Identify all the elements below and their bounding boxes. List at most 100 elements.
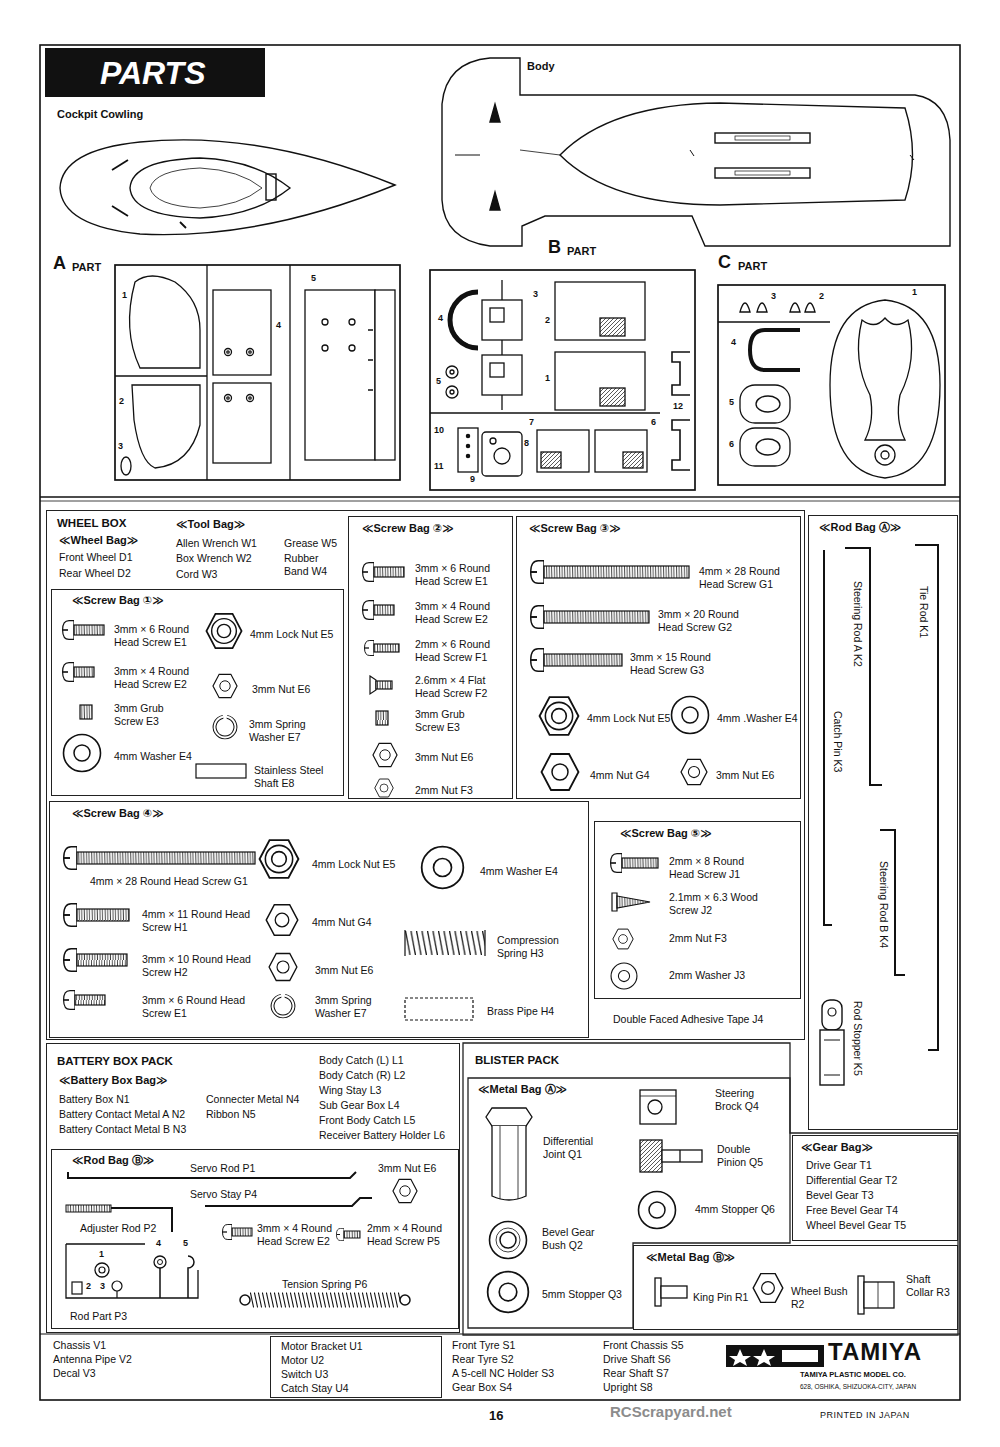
- screw-bag-4-parts: [64, 840, 485, 1020]
- screw-bag-2-parts-shape: [376, 681, 392, 689]
- rod-bag: ≪Rod Bag Ⓐ≫Steering Rod A K2Tie Rod K1Ca…: [808, 515, 958, 1130]
- part-label: 4mm Nut G4: [590, 769, 650, 782]
- sprue-a-shape: [227, 397, 229, 399]
- part-label: Chassis V1: [53, 1339, 106, 1352]
- part-label: 3mm Nut E6: [315, 964, 373, 977]
- screw-bag-4-parts-shape: [266, 905, 297, 936]
- sprue-b-shape: [482, 432, 522, 476]
- part-label: 2.1mm × 6.3 Wood Screw J2: [669, 891, 764, 917]
- rod-bag-b-parts-shape: [158, 1260, 163, 1265]
- part-label: Battery Box N1: [59, 1093, 130, 1106]
- sprue-b-shape: [494, 448, 510, 464]
- sprue-c-shape: [830, 300, 940, 478]
- sprue-b-shape: [450, 370, 454, 374]
- cockpit-cowling-part-shape: [130, 158, 290, 218]
- screw-bag-4-parts-shape: [405, 930, 485, 956]
- part-label: Tension Spring P6: [282, 1278, 367, 1291]
- part-label: Catch Stay U4: [281, 1382, 349, 1395]
- metal-bag-b-parts-shape: [661, 1286, 687, 1298]
- sprue-b-shape: [446, 386, 458, 398]
- sprue-b-shape: [454, 296, 478, 344]
- sprue-c-shape: [740, 303, 815, 312]
- bag-heading: ≪Metal Bag Ⓑ≫: [646, 1251, 735, 1265]
- battery-box-pack: BATTERY BOX PACK≪Battery Box Bag≫Battery…: [46, 1043, 460, 1333]
- part-label: A 5-cell NC Holder S3: [452, 1367, 554, 1380]
- part-label: Motor Bracket U1: [281, 1340, 363, 1353]
- callout-number: 5: [729, 397, 734, 408]
- sprue-b-shape: [446, 366, 458, 378]
- callout-number: 2: [119, 396, 124, 407]
- maker-emblem-shape: [753, 1349, 775, 1366]
- sprue-a-shape: [247, 349, 254, 356]
- callout-number: 4: [156, 1238, 161, 1249]
- sprue-b-shape: [490, 438, 496, 444]
- sprue-b-shape: [466, 434, 469, 437]
- metal-bag: ≪Metal Bag Ⓐ≫Differential Joint Q1Steeri…: [468, 1078, 790, 1328]
- screw-bag-4-parts-shape: [75, 995, 105, 1005]
- part-label: Wheel Bevel Gear T5: [806, 1219, 906, 1232]
- sprue-a-shape: [132, 385, 200, 468]
- sprue-a-shape: [115, 375, 207, 376]
- part-label: Switch U3: [281, 1368, 328, 1381]
- screw-bag-1-parts-shape: [63, 621, 74, 640]
- sprue-a-shape: [227, 351, 229, 353]
- rod-bag-a-parts-shape: [824, 550, 832, 925]
- screw-bag-3-parts-shape: [544, 566, 689, 578]
- part-label: 3mm Nut E6: [415, 751, 473, 764]
- rod-bag-b-parts-shape: [250, 1292, 400, 1308]
- maker-name: TAMIYA PLASTIC MODEL CO.: [800, 1371, 906, 1379]
- screw-bag-2-parts-shape: [374, 644, 399, 652]
- maker-name: TAMIYA: [828, 1340, 922, 1364]
- part-label: 2mm × 8 Round Head Screw J1: [669, 855, 754, 881]
- part-label: Bevel Gear Bush Q2: [542, 1226, 612, 1252]
- callout-number: 8: [524, 438, 529, 449]
- cockpit-cowling-part-shape: [60, 140, 395, 235]
- sprue-c-shape: [858, 318, 911, 440]
- screw-bag-1-parts-shape: [74, 667, 94, 677]
- sprue-b: [430, 270, 695, 490]
- bag-heading: ≪Metal Bag Ⓐ≫: [478, 1083, 567, 1097]
- rod-bag-b-parts-shape: [66, 1244, 198, 1298]
- part-label: 2mm Washer J3: [669, 969, 745, 982]
- metal-bag-b-parts-shape: [878, 1282, 879, 1308]
- part-label: Double Faced Adhesive Tape J4: [613, 1013, 763, 1026]
- sprue-b-shape: [537, 430, 589, 472]
- sprue-label: PART: [72, 261, 101, 275]
- bag-heading: BLISTER PACK: [475, 1053, 559, 1067]
- callout-number: 4: [438, 313, 443, 324]
- sprue-c-shape: [740, 428, 790, 466]
- part-label: Battery Contact Metal A N2: [59, 1108, 185, 1121]
- part-label: Double Pinion Q5: [717, 1143, 772, 1169]
- screw-bag: ≪Screw Bag ⑤≫2mm × 8 Round Head Screw J1…: [594, 821, 801, 999]
- part-label: 5mm Stopper Q3: [542, 1288, 622, 1301]
- sprue-b-shape: [466, 444, 469, 447]
- screw-bag-4-parts-shape: [269, 954, 297, 981]
- sprue-letter: B: [548, 238, 561, 256]
- part-label: 2mm Nut F3: [415, 784, 473, 797]
- body-part-shape: [715, 133, 810, 143]
- metal-bag-a-parts-shape: [662, 1150, 702, 1162]
- screw-bag: ≪Screw Bag ④≫4mm × 28 Round Head Screw G…: [49, 801, 589, 1038]
- part-label: 3mm Spring Washer E7: [249, 718, 319, 744]
- screw-bag-2-parts-shape: [374, 567, 404, 577]
- callout-number: 1: [122, 290, 127, 301]
- rod-bag: ≪Rod Bag Ⓑ≫Servo Rod P13mm Nut E6Servo S…: [51, 1149, 459, 1329]
- rod-bag-b-parts-shape: [223, 1224, 233, 1239]
- screw-bag-1-parts-shape: [215, 717, 236, 738]
- sprue-c-shape: [756, 396, 780, 412]
- sprue-a-shape: [249, 397, 251, 399]
- bag-heading: ≪Screw Bag ①≫: [72, 594, 164, 608]
- screw-bag-3-parts-shape: [672, 697, 709, 734]
- screw-bag: ≪Screw Bag ②≫3mm × 6 Round Head Screw E1…: [348, 516, 513, 799]
- part-label: Rear Shaft S7: [603, 1367, 669, 1380]
- sprue-letter: C: [718, 253, 731, 271]
- screw-bag-2-parts-shape: [376, 711, 388, 725]
- sprue-b-shape: [541, 452, 561, 468]
- sprue-c: [718, 285, 945, 485]
- metal-bag-a-parts-shape: [492, 1126, 526, 1200]
- body-part-shape: [455, 150, 914, 160]
- part-label: 3mm × 15 Round Head Screw G3: [630, 651, 730, 677]
- part-label: 3mm × 6 Round Head Screw E1: [114, 623, 199, 649]
- metal-bag-a-parts-shape: [490, 1222, 527, 1259]
